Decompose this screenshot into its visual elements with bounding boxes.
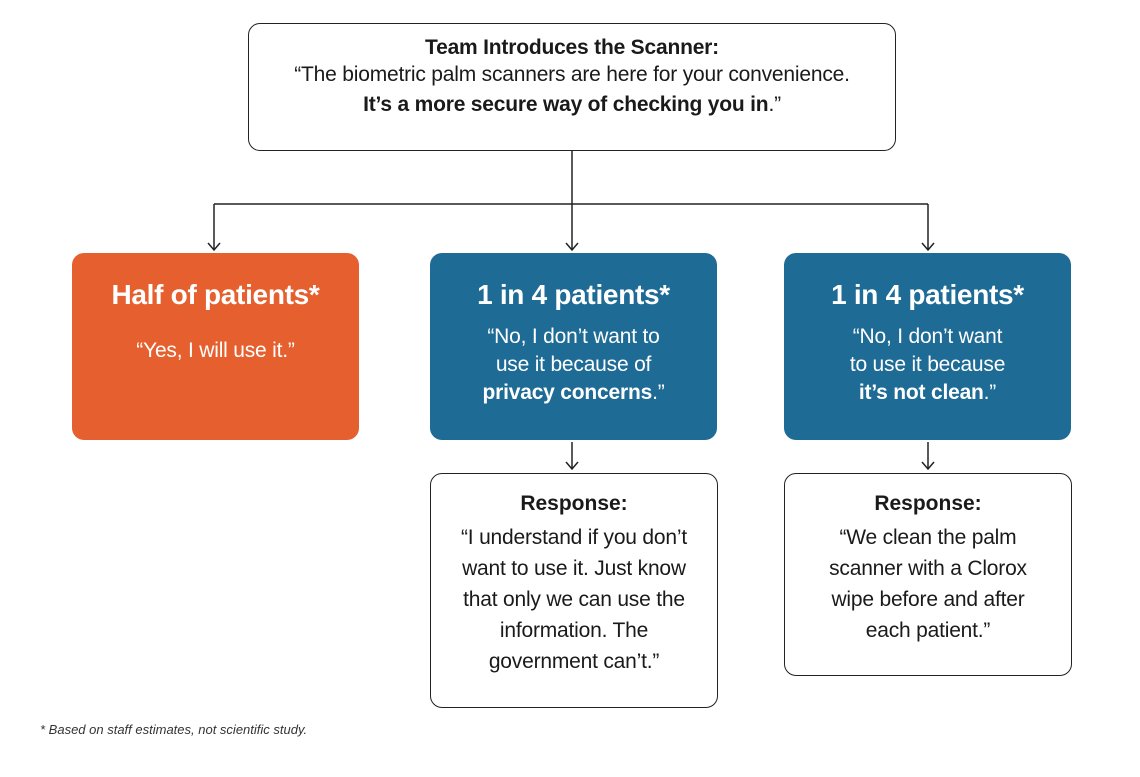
intro-line-2: It’s a more secure way of checking you i… (363, 90, 781, 120)
response-privacy-line-5: government can’t.” (488, 650, 660, 673)
response-privacy-line-4: information. The (499, 619, 649, 642)
footnote: * Based on staff estimates, not scientif… (40, 722, 308, 737)
branch-quote-yes: “Yes, I will use it.” (136, 339, 295, 362)
branch-box-privacy: 1 in 4 patients* “No, I don’t want to us… (430, 253, 717, 440)
response-clean-line-4: each patient.” (865, 619, 991, 642)
intro-line-2-bold: It’s a more secure way of checking you i… (363, 93, 769, 116)
branch-quote-clean: “No, I don’t want to use it because it’s… (849, 323, 1006, 407)
branch-quote-privacy-line-1: “No, I don’t want to (487, 325, 660, 348)
intro-line-1: “The biometric palm scanners are here fo… (294, 63, 850, 86)
branch-quote-privacy-line-2: use it because of (495, 353, 652, 376)
branch-quote-privacy-bold: privacy concerns (482, 381, 653, 404)
response-clean-line-1: “We clean the palm (839, 526, 1017, 549)
branch-heading-privacy: 1 in 4 patients* (477, 279, 670, 310)
branch-quote-clean-end: .” (983, 381, 997, 404)
response-box-privacy: Response: “I understand if you don’t wan… (430, 473, 718, 708)
response-heading-privacy: Response: (520, 492, 628, 515)
arrow-head-middle (565, 242, 579, 252)
arrow-head-response-right (921, 461, 935, 471)
arrow-head-left (207, 242, 221, 252)
branch-quote-privacy: “No, I don’t want to use it because of p… (483, 323, 665, 407)
response-text-privacy: “I understand if you don’t want to use i… (461, 522, 687, 677)
branch-box-clean: 1 in 4 patients* “No, I don’t want to us… (784, 253, 1071, 440)
response-privacy-line-1: “I understand if you don’t (461, 526, 687, 549)
response-privacy-line-3: that only we can use the (463, 588, 685, 611)
intro-line-2-end: .” (768, 93, 781, 116)
branch-quote-clean-line-1: “No, I don’t want (852, 325, 1003, 348)
branch-heading-clean: 1 in 4 patients* (831, 279, 1024, 310)
response-clean-line-3: wipe before and after (831, 588, 1025, 611)
response-text-clean: “We clean the palm scanner with a Clorox… (829, 522, 1027, 646)
branch-quote-clean-line-2: to use it because (849, 353, 1006, 376)
intro-box: Team Introduces the Scanner: “The biomet… (248, 23, 896, 151)
arrow-head-response-middle (565, 461, 579, 471)
branch-box-yes: Half of patients* “Yes, I will use it.” (72, 253, 359, 440)
response-box-clean: Response: “We clean the palm scanner wit… (784, 473, 1072, 676)
branch-quote-clean-bold: it’s not clean (858, 381, 984, 404)
branch-heading-yes: Half of patients* (111, 279, 320, 310)
branch-quote-privacy-end: .” (652, 381, 665, 404)
branch-quote-privacy-line-3: privacy concerns.” (483, 379, 665, 407)
intro-title: Team Introduces the Scanner: (425, 36, 719, 59)
response-clean-line-2: scanner with a Clorox (829, 557, 1027, 580)
response-privacy-line-2: want to use it. Just know (462, 557, 686, 580)
branch-quote-clean-line-3: it’s not clean.” (850, 379, 1005, 407)
arrow-head-right (921, 242, 935, 252)
response-heading-clean: Response: (874, 492, 982, 515)
